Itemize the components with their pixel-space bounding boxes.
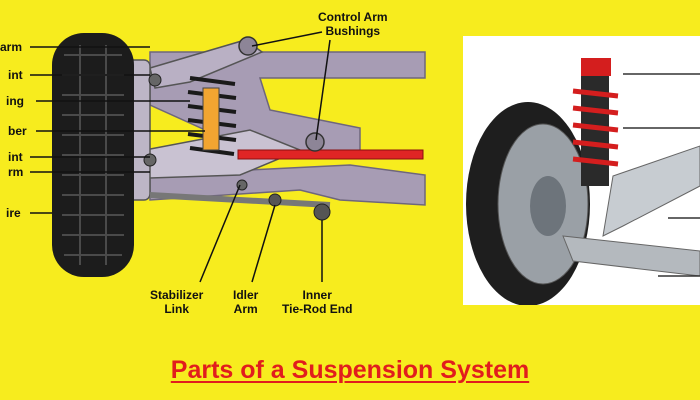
label-control-arm: arm <box>0 40 23 54</box>
label-stabilizer-link-line2: Link <box>164 302 190 316</box>
inner-tie-rod-joint <box>313 203 331 221</box>
photo-hub <box>530 176 566 236</box>
label-control-arm-bushings-line1: Control Arm <box>318 10 388 24</box>
photo-lower-arm <box>562 235 700 277</box>
photo-control-arm <box>602 145 700 237</box>
label-idler-arm-line1: Idler <box>233 288 259 302</box>
label-spring: ing <box>6 94 24 108</box>
ball-joint-upper <box>148 73 162 87</box>
label-lower-control-arm: rm <box>8 165 24 179</box>
left-leader-lines <box>30 46 205 214</box>
center-link <box>149 192 331 208</box>
page-title: Parts of a Suspension System <box>170 356 530 384</box>
label-stabilizer-link: Stabilizer Link <box>150 288 203 316</box>
lower-bushing <box>305 132 325 152</box>
label-ball-joint-lower: int <box>8 150 23 164</box>
label-idler-arm-line2: Arm <box>233 302 258 316</box>
coilover-photo-art <box>466 58 700 305</box>
tie-rod <box>237 149 424 160</box>
label-inner-tie-rod-end: Inner Tie-Rod End <box>282 288 352 316</box>
label-control-arm-bushings: Control Arm Bushings <box>318 10 388 38</box>
ball-joint-lower <box>143 153 157 167</box>
label-stabilizer-link-line1: Stabilizer <box>150 288 204 302</box>
idler-arm-joint <box>268 193 282 207</box>
label-inner-tie-rod-end-line1: Inner <box>302 288 332 302</box>
label-inner-tie-rod-end-line2: Tie-Rod End <box>282 302 353 316</box>
label-control-arm-bushings-line2: Bushings <box>325 24 381 38</box>
callout-lines <box>199 31 331 283</box>
photo-coil <box>572 88 619 167</box>
label-shock-absorber: ber <box>8 124 27 138</box>
label-tire: ire <box>6 206 21 220</box>
upper-bushing <box>238 36 258 56</box>
photo-top-mount <box>581 58 611 76</box>
coilover-photo <box>463 36 700 305</box>
shock-absorber <box>202 87 220 151</box>
label-idler-arm: Idler Arm <box>233 288 258 316</box>
label-ball-joint-upper: int <box>8 68 23 82</box>
